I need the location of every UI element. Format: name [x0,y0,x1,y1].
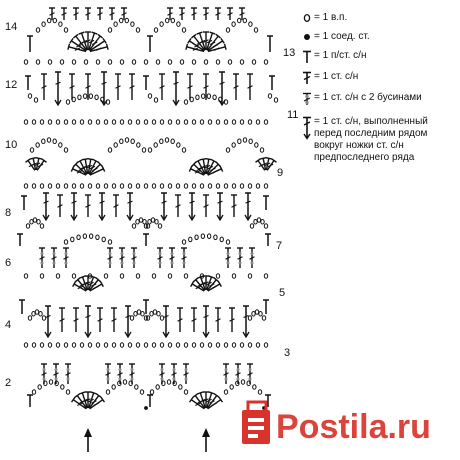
legend-text-double: = 1 ст. с/н [314,71,359,82]
long-double-crochet-icon [300,116,314,140]
row-number-11: 11 [287,109,299,121]
row-number-3: 3 [284,347,291,359]
postila-wordmark: Postila.ru [276,408,431,446]
chart-rows-7-8 [21,183,269,229]
legend-text-long-double-line-4: предпоследнего ряда [314,152,415,163]
postila-logo-mark [242,400,270,444]
row-number-5: 5 [279,287,286,299]
postila-watermark: Postila.ru [242,400,431,446]
up-arrow-icon [84,428,92,452]
legend-item-slip-stitch: = 1 соед. ст. [300,31,458,43]
chart-rows-13-14 [23,7,273,65]
row-number-8: 8 [5,207,12,219]
chart-rows-1-2 [27,363,271,410]
row-number-10: 10 [5,139,18,151]
slip-stitch-dot-icon [300,31,314,43]
symbol-legend: = 1 в.п. = 1 соед. ст. = 1 п/ст. с/н = 1… [300,12,458,171]
row-number-7: 7 [276,240,283,252]
legend-item-chain: = 1 в.п. [300,12,458,24]
row-number-14: 14 [5,21,18,33]
row-number-2: 2 [5,377,12,389]
legend-text-slip-stitch: = 1 соед. ст. [314,31,370,42]
legend-item-long-double: = 1 ст. с/н, выполненный перед последним… [300,116,458,164]
half-double-crochet-icon [300,50,314,64]
legend-text-long-double-line-1: = 1 ст. с/н, выполненный [314,116,428,127]
legend-text-chain: = 1 в.п. [314,12,348,23]
row-number-4: 4 [5,319,12,331]
up-arrow-icon [202,428,210,452]
chain-oval-icon [300,12,314,24]
legend-item-double-beads: = 1 ст. с/н с 2 бусинами [300,92,458,106]
chart-rows-5-6 [17,233,271,292]
row-number-9: 9 [277,167,284,179]
double-crochet-icon [300,71,314,85]
legend-text-double-beads: = 1 ст. с/н с 2 бусинами [314,92,422,103]
row-number-6: 6 [5,257,12,269]
double-crochet-two-beads-icon [300,92,314,106]
legend-text-long-double-line-3: вокруг ножки ст. с/н [314,140,404,151]
legend-item-half-double: = 1 п/ст. с/н [300,50,458,64]
legend-text-long-double-line-2: перед последним рядом [314,128,428,139]
legend-text-long-double: = 1 ст. с/н, выполненный перед последним… [314,116,428,164]
chart-rows-11-12 [23,71,279,125]
chart-rows-9-10 [25,137,277,176]
row-number-13: 13 [283,47,296,59]
chart-rows-3-4 [19,299,269,348]
legend-text-half-double: = 1 п/ст. с/н [314,50,367,61]
legend-item-double: = 1 ст. с/н [300,71,458,85]
row-number-12: 12 [5,79,18,91]
